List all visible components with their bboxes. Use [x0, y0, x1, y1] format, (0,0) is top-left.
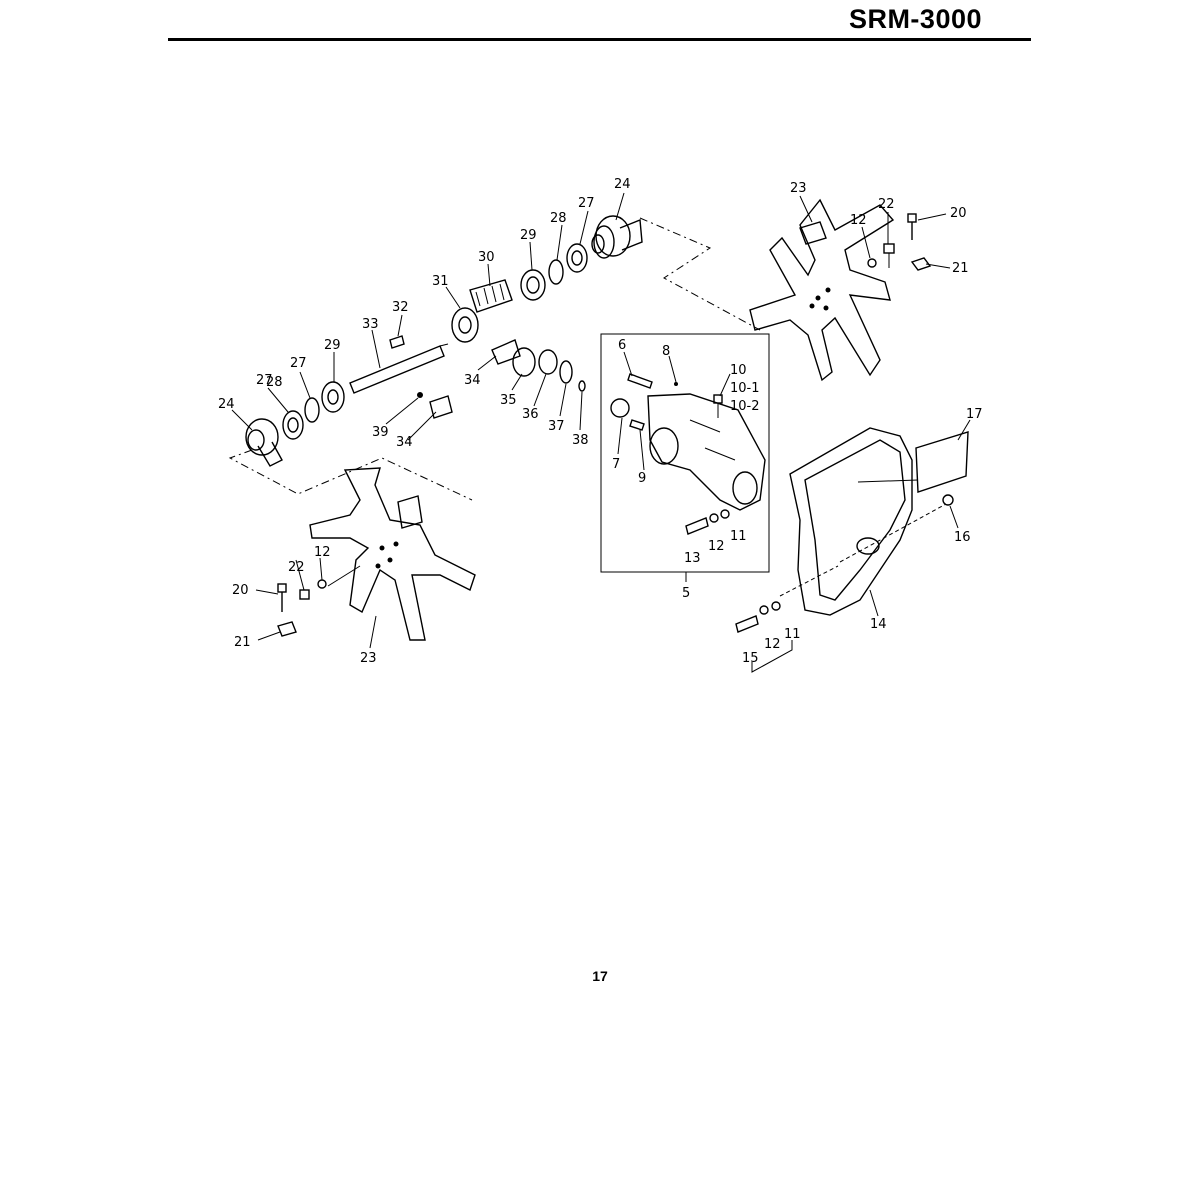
callout: 27	[256, 373, 273, 388]
callout: 12	[708, 539, 725, 554]
callout: 11	[730, 529, 747, 544]
leader-lines	[231, 192, 971, 649]
callout: 14	[870, 617, 887, 632]
callout: 11	[784, 627, 801, 642]
callout: 34	[464, 373, 481, 388]
callout: 12	[764, 637, 781, 652]
callout: 39	[372, 425, 389, 440]
callout: 8	[662, 344, 670, 359]
callout: 7	[612, 457, 620, 472]
callout: 13	[684, 551, 701, 566]
callout: 6	[618, 338, 626, 353]
callout: 37	[548, 419, 565, 434]
callout: 34	[396, 435, 413, 450]
callout: 23	[360, 651, 377, 666]
callout: 32	[392, 300, 409, 315]
callout: 10	[730, 363, 747, 378]
tine-assembly-left	[277, 467, 476, 641]
callout: 28	[266, 375, 283, 390]
callout: 12	[850, 213, 867, 228]
callout: 5	[682, 586, 690, 601]
callout: 12	[314, 545, 331, 560]
tine-assembly-right	[591, 198, 932, 382]
callout: 9	[638, 471, 646, 486]
callout: 24	[218, 397, 235, 412]
callout: 21	[234, 635, 251, 650]
callout: 21	[952, 261, 969, 276]
callout: 28	[550, 211, 567, 226]
callout: 30	[478, 250, 495, 265]
shaft-gear-assembly	[228, 243, 588, 501]
callout: 20	[232, 583, 249, 598]
callout: 33	[362, 317, 379, 332]
header-rule	[168, 38, 1031, 41]
callout: 29	[324, 338, 341, 353]
callout: 27	[578, 196, 595, 211]
callout: 20	[950, 206, 967, 221]
callout: 24	[614, 177, 631, 192]
callout: 15	[742, 651, 759, 666]
callout: 29	[520, 228, 537, 243]
callout: 27	[290, 356, 307, 371]
callout: 10-2	[730, 399, 760, 414]
callout: 17	[966, 407, 983, 422]
callout: 22	[288, 560, 305, 575]
page-number: 17	[592, 968, 608, 984]
transmission-case-assembly	[600, 333, 770, 582]
callout: 31	[432, 274, 449, 289]
callout: 22	[878, 197, 895, 212]
callout: 16	[954, 530, 971, 545]
callout: 36	[522, 407, 539, 422]
callout: 38	[572, 433, 589, 448]
callout: 23	[790, 181, 807, 196]
callout: 10-1	[730, 381, 760, 396]
callout: 35	[500, 393, 517, 408]
tine-shield-assembly	[735, 427, 969, 673]
part-callouts: 24 28 27 28 29 30 31 32 33 29 27 27 24 3…	[218, 177, 983, 666]
model-title: SRM-3000	[848, 4, 982, 34]
